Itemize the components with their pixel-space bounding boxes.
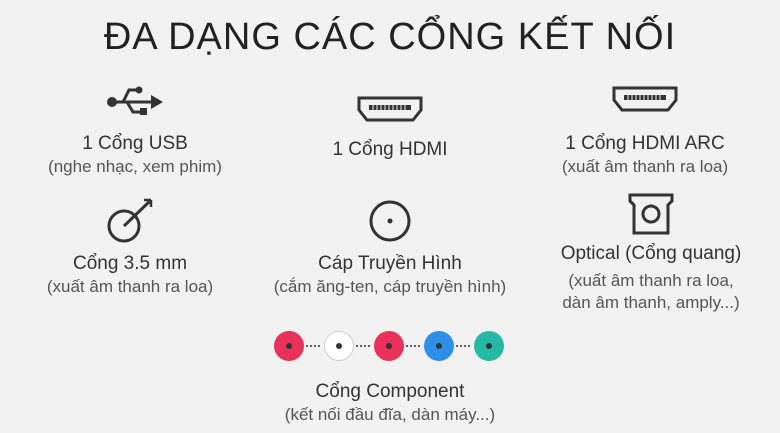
hdmi-icon [612,86,678,112]
port-cable-tv: Cáp Truyền Hình (cắm ăng-ten, cáp truyền… [262,199,518,298]
coaxial-icon [369,200,411,242]
port-usb: 1 Cổng USB (nghe nhạc, xem phim) [35,82,235,178]
optical-icon [628,193,674,235]
audio-name: Cổng 3.5 mm [72,253,188,274]
port-hdmi-arc: 1 Cổng HDMI ARC (xuất âm thanh ra loa) [545,86,745,178]
hdmi-icon [357,96,423,122]
port-component: Cổng Component (kết nối đầu đĩa, dàn máy… [240,380,540,426]
component-icon [274,331,504,361]
port-optical: Optical (Cổng quang) (xuất âm thanh ra l… [545,193,757,314]
hdmi-name: 1 Cổng HDMI [332,139,448,160]
usb-desc: (nghe nhạc, xem phim) [48,157,222,176]
hdmi-arc-desc: (xuất âm thanh ra loa) [561,157,729,176]
component-name: Cổng Component [315,381,465,402]
audio-jack-icon [107,198,153,243]
optical-desc-line1: (xuất âm thanh ra loa, [568,271,734,290]
optical-desc-line2: dàn âm thanh, amply...) [562,293,740,312]
port-audio: Cổng 3.5 mm (xuất âm thanh ra loa) [30,198,230,298]
cable-tv-name: Cáp Truyền Hình [318,253,462,274]
usb-name: 1 Cổng USB [82,133,188,154]
usb-icon [107,86,163,115]
audio-desc: (xuất âm thanh ra loa) [46,277,214,296]
hdmi-arc-name: 1 Cổng HDMI ARC [565,133,725,154]
page-title: ĐA DẠNG CÁC CỔNG KẾT NỐI [103,16,677,58]
cable-tv-desc: (cắm ăng-ten, cáp truyền hình) [273,277,507,296]
component-desc: (kết nối đầu đĩa, dàn máy...) [284,405,496,424]
optical-name: Optical (Cổng quang) [560,243,742,264]
port-hdmi: 1 Cổng HDMI [290,96,490,162]
